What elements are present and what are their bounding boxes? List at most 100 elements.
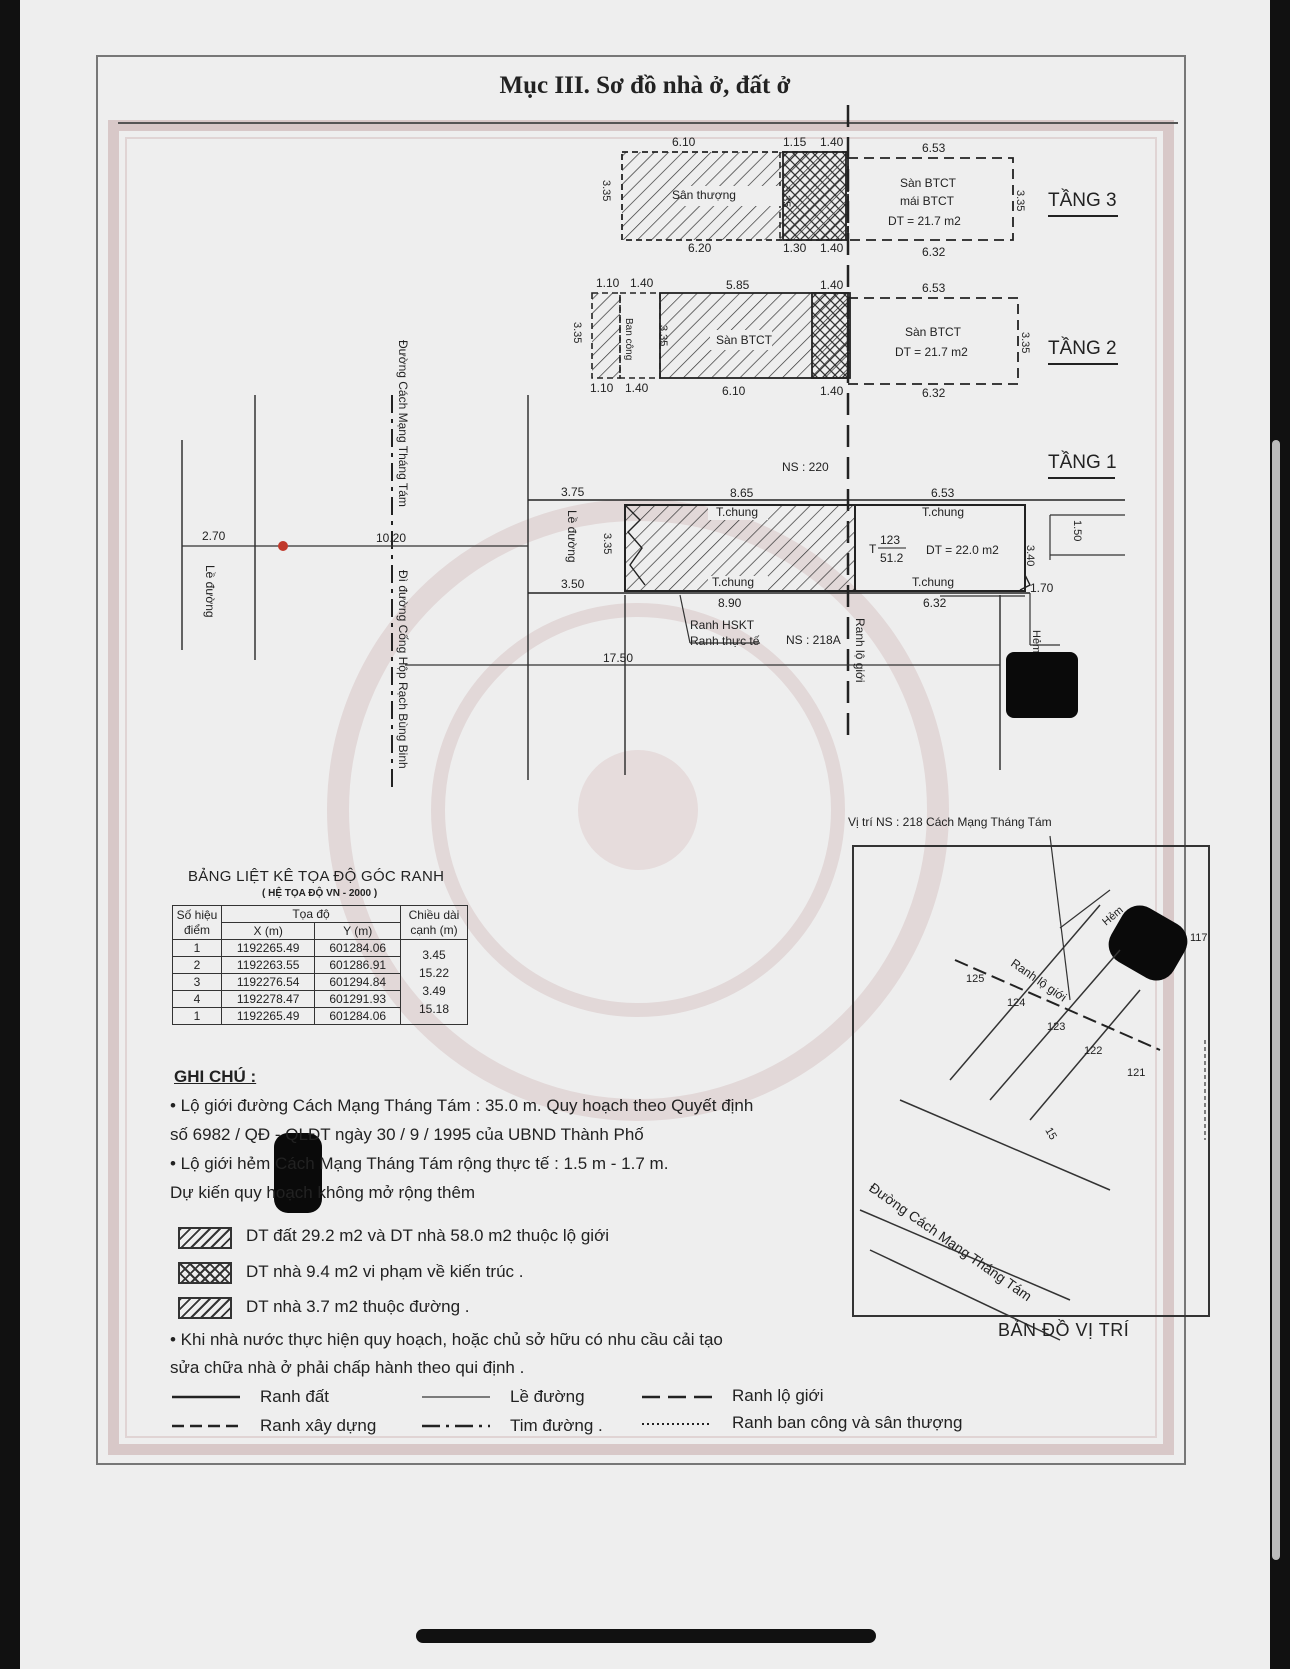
floor-3-plan: 6.10 1.15 1.40 6.53 6.20 1.30 1.40 6.32 … <box>600 135 1118 259</box>
f2-dim-top-3: 5.85 <box>726 278 750 292</box>
f3-room-label-2: mái BTCT <box>900 194 955 208</box>
f1-dim-350: 3.50 <box>561 577 585 591</box>
f3-room-label-1: Sàn BTCT <box>900 176 957 190</box>
document-frame <box>96 55 1186 1465</box>
f1-dim-340: 3.40 <box>1024 545 1036 566</box>
table-row: 4 1192278.47 601291.93 <box>172 990 468 1008</box>
f1-road-culvert: Đì đường Cống Hộp Rạch Bùng Binh <box>396 570 410 769</box>
scrollbar[interactable] <box>1272 440 1280 1560</box>
f1-dim-1750: 17.50 <box>603 651 633 665</box>
location-map-caption: BẢN ĐỒ VỊ TRÍ <box>998 1320 1130 1340</box>
cell-y: 601284.06 <box>314 939 401 957</box>
f3-room-label-3: DT = 21.7 m2 <box>888 214 961 228</box>
f1-title: TẦNG 1 <box>1048 451 1117 473</box>
th-x: X (m) <box>220 922 316 940</box>
cell-x: 1192263.55 <box>220 956 316 974</box>
final-note-2: sửa chữa nhà ở phải chấp hành theo qui đ… <box>170 1358 525 1377</box>
th-y: Y (m) <box>314 922 401 940</box>
f3-dim-top-3: 1.40 <box>820 135 844 149</box>
cell-x: 1192265.49 <box>220 939 316 957</box>
f2-side-mid: 3.35 <box>657 325 669 346</box>
cell-id: 3 <box>172 973 222 991</box>
f2-dim-bottom-1: 1.10 <box>590 381 614 395</box>
floor2-violation-area <box>811 292 849 379</box>
f2-side-left: 3.35 <box>571 322 583 343</box>
length-1: 3.45 <box>422 948 446 962</box>
floor2-balcony <box>591 292 621 379</box>
hatch-note-3: DT nhà 3.7 m2 thuộc đường . <box>246 1297 470 1316</box>
hatch-note-2: DT nhà 9.4 m2 vi phạm về kiến trúc . <box>246 1262 524 1281</box>
f2-dim-bottom-4: 1.40 <box>820 384 844 398</box>
f1-road-main: Đường Cách Mạng Tháng Tám <box>396 340 410 507</box>
f2-dim-bottom-3: 6.10 <box>722 384 746 398</box>
f3-dim-bottom-3: 1.40 <box>820 241 844 255</box>
cell-x: 1192265.49 <box>220 1007 316 1025</box>
f1-dt-label: DT = 22.0 m2 <box>926 543 999 557</box>
f1-dim-150: 1.50 <box>1071 520 1083 541</box>
f1-ns-bottom: NS : 218A <box>786 633 841 647</box>
f3-title: TẦNG 3 <box>1048 189 1117 211</box>
legend-ranh-ban-cong: Ranh ban công và sân thượng <box>732 1413 963 1432</box>
table-row: 2 1192263.55 601286.91 <box>172 956 468 974</box>
legend-tim-duong: Tim đường . <box>510 1416 603 1435</box>
f2-dim-top-4: 1.40 <box>820 278 844 292</box>
f1-parcel-prefix: T <box>869 542 877 556</box>
f3-side-mid: 3.35 <box>780 186 792 207</box>
f3-dim-top-4: 6.53 <box>922 141 946 155</box>
coord-table: Số hiệu điểm Tọa độ Chiều dài cạnh (m) X… <box>172 905 468 1025</box>
cell-id: 1 <box>172 939 222 957</box>
legend-ranh-dat: Ranh đất <box>260 1387 329 1406</box>
f1-tchung-1: T.chung <box>716 505 758 519</box>
coord-table-title: BẢNG LIỆT KÊ TỌA ĐỘ GÓC RANH <box>188 868 445 885</box>
f2-dim-top-5: 6.53 <box>922 281 946 295</box>
notes-heading: GHI CHÚ : <box>174 1067 257 1086</box>
table-row: 1 1192265.49 601284.06 <box>172 1007 468 1025</box>
f3-dim-bottom-2: 1.30 <box>783 241 807 255</box>
length-2: 15.22 <box>418 966 450 980</box>
cell-x: 1192278.47 <box>220 990 316 1008</box>
note-line-4: Dự kiến quy hoạch không mở rộng thêm <box>170 1183 476 1202</box>
f2-dim-bottom-2: 1.40 <box>625 381 649 395</box>
floor-2-plan: 1.10 1.40 5.85 1.40 6.53 1.10 1.40 6.10 … <box>571 276 1118 400</box>
f1-tchung-4: T.chung <box>912 575 954 589</box>
redaction-block-3 <box>274 1133 322 1213</box>
hatch-swatch-1 <box>178 1227 232 1249</box>
f1-hem: Hẻm <box>1030 630 1042 653</box>
floor3-violation-area <box>782 151 847 241</box>
cell-id: 2 <box>172 956 222 974</box>
redaction-block-1 <box>1006 652 1078 718</box>
f1-dim-1020: 10.20 <box>376 531 406 545</box>
f2-dim-top-2: 1.40 <box>630 276 654 290</box>
stamp-dot <box>278 541 288 551</box>
f1-dim-632: 6.32 <box>923 596 947 610</box>
th-point: Số hiệu điểm <box>172 905 222 940</box>
f3-side-right: 3.35 <box>1014 190 1026 211</box>
th-length: Chiều dài cạnh (m) <box>400 905 468 940</box>
cell-y: 601284.06 <box>314 1007 401 1025</box>
th-coords: Tọa độ <box>221 905 401 923</box>
f1-dim-865: 8.65 <box>730 486 754 500</box>
note-line-1: • Lộ giới đường Cách Mạng Tháng Tám : 35… <box>170 1096 754 1115</box>
f1-le-duong-left: Lề đường <box>203 565 217 618</box>
f1-dim-270: 2.70 <box>202 529 226 543</box>
f2-room-label-1: Sàn BTCT <box>905 325 962 339</box>
f1-dim-890: 8.90 <box>718 596 742 610</box>
f1-parcel-num: 123 <box>880 533 900 547</box>
f1-ranh-hskt: Ranh HSKT <box>690 618 755 632</box>
f1-dim-335: 3.35 <box>601 533 613 554</box>
floor3-slab <box>847 157 1014 241</box>
cell-x: 1192276.54 <box>220 973 316 991</box>
f2-room-label-2: DT = 21.7 m2 <box>895 345 968 359</box>
f1-parcel-area: 51.2 <box>880 551 904 565</box>
notes-section: GHI CHÚ : • Lộ giới đường Cách Mạng Thán… <box>170 1062 810 1207</box>
location-map-title: Vị trí NS : 218 Cách Mạng Tháng Tám <box>848 815 1052 829</box>
f1-ns-top: NS : 220 <box>782 460 829 474</box>
legend-ranh-xay-dung: Ranh xây dựng <box>260 1416 377 1435</box>
cross-hatch-swatch <box>178 1262 232 1284</box>
f2-hatch-label: Sàn BTCT <box>716 333 773 347</box>
note-line-2: số 6982 / QĐ - QLĐT ngày 30 / 9 / 1995 c… <box>170 1125 644 1144</box>
f1-tchung-3: T.chung <box>922 505 964 519</box>
home-indicator[interactable] <box>416 1629 876 1643</box>
coord-table-subtitle: ( HỆ TỌA ĐỘ VN - 2000 ) <box>262 888 378 899</box>
